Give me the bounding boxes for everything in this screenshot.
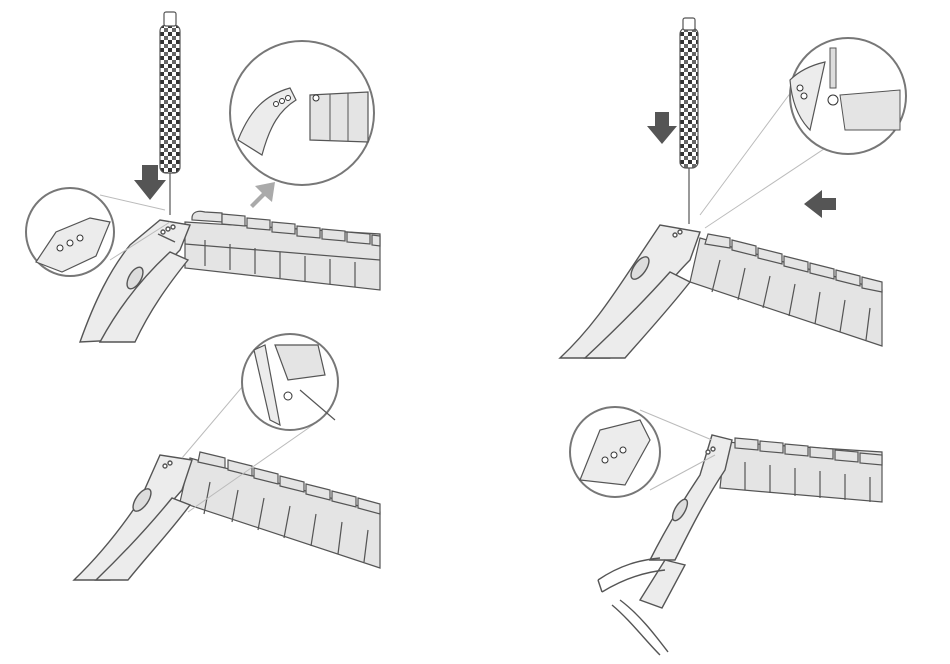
step-4-group — [570, 407, 882, 655]
down-arrow-icon — [647, 112, 677, 144]
left-arrow-icon — [804, 190, 836, 218]
magnifier-callout-icon — [570, 407, 660, 497]
band-links — [185, 211, 380, 290]
screwdriver-icon — [680, 18, 698, 224]
diagonal-arrow-icon — [250, 182, 275, 208]
band-links — [180, 452, 380, 568]
clasp — [74, 455, 192, 580]
band-links — [690, 234, 882, 346]
magnifier-callout-icon — [26, 188, 114, 276]
step-1-group — [26, 12, 380, 342]
step-3-group — [74, 334, 380, 580]
magnifier-callout-icon — [790, 38, 906, 154]
magnifier-callout-icon — [230, 41, 374, 185]
clasp — [560, 225, 700, 358]
band-links — [720, 438, 882, 502]
screwdriver-icon — [160, 12, 180, 215]
magnifier-callout-icon — [242, 334, 338, 430]
step-2-group — [560, 18, 906, 358]
